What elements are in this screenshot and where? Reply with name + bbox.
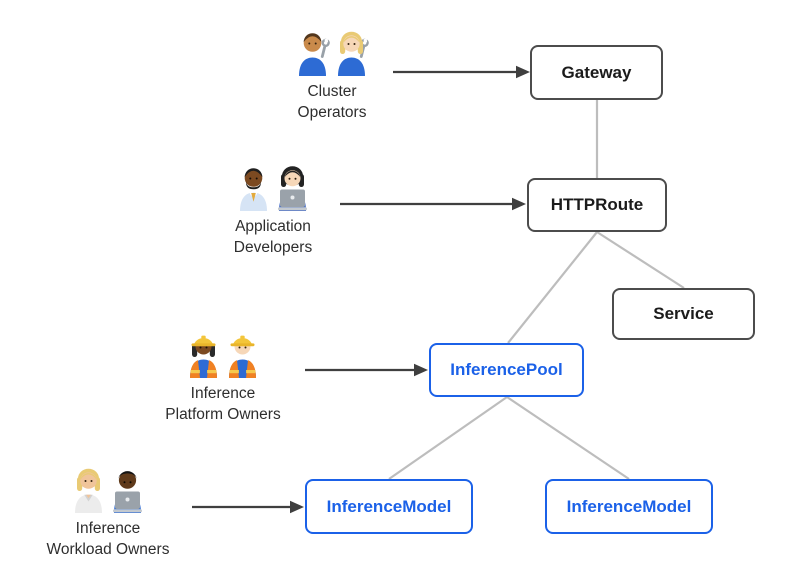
node-inferencemodel-right-label: InferenceModel bbox=[566, 496, 692, 516]
actor-application-developers: Application Developers bbox=[193, 163, 353, 258]
man-technologist-dark-icon bbox=[113, 471, 142, 513]
node-inferencemodel-right: InferenceModel bbox=[545, 479, 713, 534]
woman-technologist-icon bbox=[278, 166, 307, 211]
cluster-operators-icons bbox=[252, 28, 412, 76]
woman-mechanic-icon bbox=[338, 31, 369, 76]
woman-construction-worker-icon bbox=[190, 335, 217, 378]
node-service-label: Service bbox=[653, 304, 714, 323]
node-httproute-label: HTTPRoute bbox=[550, 195, 644, 214]
actor-cluster-operators: Cluster Operators bbox=[252, 28, 412, 123]
application-developers-label-line2: Developers bbox=[233, 239, 313, 256]
node-gateway-label: Gateway bbox=[561, 62, 632, 82]
application-developers-icons bbox=[193, 163, 353, 211]
inference-platform-owners-label-line1: Inference bbox=[190, 385, 256, 402]
inference-workload-owners-label-line1: Inference bbox=[75, 520, 141, 537]
cluster-operators-label: Cluster Operators bbox=[252, 81, 412, 123]
application-developers-label-line1: Application bbox=[235, 218, 311, 235]
inference-workload-owners-label: Inference Workload Owners bbox=[25, 518, 191, 560]
cluster-operators-label-line1: Cluster bbox=[307, 83, 357, 100]
node-inferencemodel-left: InferenceModel bbox=[305, 479, 473, 534]
node-inferencepool-label: InferencePool bbox=[450, 360, 563, 379]
man-mechanic-icon bbox=[299, 33, 330, 76]
application-developers-label: Application Developers bbox=[193, 216, 353, 258]
inference-platform-owners-icons bbox=[140, 330, 306, 378]
actor-inference-workload-owners: Inference Workload Owners bbox=[25, 465, 191, 560]
inference-platform-owners-label: Inference Platform Owners bbox=[140, 383, 306, 425]
health-worker-icon bbox=[75, 468, 102, 513]
node-gateway: Gateway bbox=[530, 45, 663, 100]
arrow-cluster-operators-to-gateway bbox=[393, 65, 530, 79]
inference-workload-owners-icons bbox=[25, 465, 191, 513]
inference-workload-owners-label-line2: Workload Owners bbox=[46, 541, 170, 558]
arrow-inference-workload-owners-to-inferencemodel bbox=[192, 500, 304, 514]
arrow-inference-platform-owners-to-inferencepool bbox=[305, 363, 428, 377]
node-httproute: HTTPRoute bbox=[527, 178, 667, 232]
cluster-operators-label-line2: Operators bbox=[297, 104, 367, 121]
arrow-application-developers-to-httproute bbox=[340, 197, 526, 211]
connector-httproute-service bbox=[596, 231, 685, 289]
node-service: Service bbox=[612, 288, 755, 340]
inference-platform-owners-label-line2: Platform Owners bbox=[165, 406, 281, 423]
connector-httproute-inferencepool bbox=[507, 231, 598, 344]
connector-inferencepool-inferencemodel-right bbox=[506, 396, 630, 480]
man-construction-worker-icon bbox=[229, 335, 256, 378]
node-inferencemodel-left-label: InferenceModel bbox=[326, 496, 452, 516]
node-inferencepool: InferencePool bbox=[429, 343, 584, 397]
connector-inferencepool-inferencemodel-left bbox=[388, 396, 508, 480]
actor-inference-platform-owners: Inference Platform Owners bbox=[140, 330, 306, 425]
man-office-worker-icon bbox=[240, 168, 267, 211]
